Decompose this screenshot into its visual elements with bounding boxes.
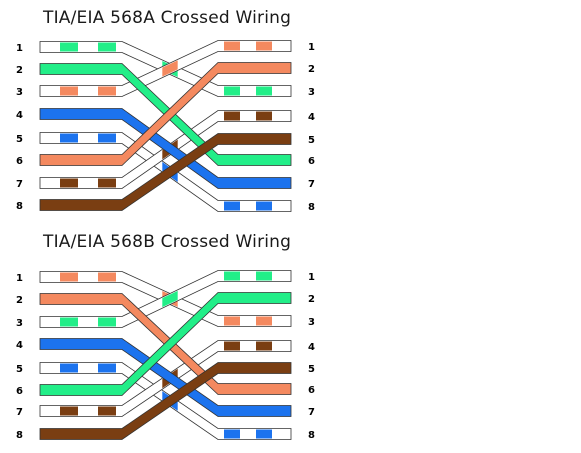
wire-stripe bbox=[60, 42, 78, 52]
wire-orange-pin6-to-pin2 bbox=[39, 62, 292, 166]
wire-stripe bbox=[60, 178, 78, 188]
wire-stripe bbox=[60, 317, 78, 327]
left-pin-label: 4 bbox=[16, 110, 23, 121]
wire-body bbox=[39, 133, 292, 211]
left-pin-label: 1 bbox=[16, 43, 23, 54]
wiring-diagram-568b: 1 2 3 4 5 6 7 8 1 2 3 4 5 6 7 8 bbox=[16, 270, 315, 441]
left-pin-label: 2 bbox=[16, 295, 23, 306]
left-pin-label: 3 bbox=[16, 87, 23, 98]
right-pin-label: 3 bbox=[308, 317, 315, 328]
wire-stripe bbox=[224, 111, 240, 121]
wire-white-orange-pin3-to-pin1 bbox=[39, 40, 292, 97]
right-pin-label: 2 bbox=[308, 294, 315, 305]
right-pin-label: 8 bbox=[308, 430, 315, 441]
right-pin-label: 1 bbox=[308, 42, 315, 53]
wiring-diagram-568a: 1 2 3 4 5 6 7 8 1 2 3 4 5 6 7 8 bbox=[16, 40, 315, 213]
right-pin-label: 4 bbox=[308, 112, 315, 123]
wire-body bbox=[39, 292, 292, 396]
wire-stripe bbox=[256, 201, 272, 211]
left-pin-label: 2 bbox=[16, 65, 23, 76]
right-pin-label: 6 bbox=[308, 385, 315, 396]
wire-stripe bbox=[224, 316, 240, 326]
wire-stripe bbox=[224, 201, 240, 211]
right-pin-label: 5 bbox=[308, 364, 315, 375]
wire-stripe bbox=[224, 41, 240, 51]
right-pin-label: 6 bbox=[308, 156, 315, 167]
wire-stripe bbox=[60, 363, 78, 373]
wire-stripe bbox=[98, 406, 116, 416]
wire-brown-pin8-to-pin5 bbox=[39, 133, 292, 211]
right-pin-label: 7 bbox=[308, 407, 315, 418]
right-pin-label: 2 bbox=[308, 64, 315, 75]
wire-stripe bbox=[224, 429, 240, 439]
diagram-title-568b: TIA/EIA 568B Crossed Wiring bbox=[43, 232, 292, 252]
wire-stripe bbox=[98, 133, 116, 143]
wire-stripe bbox=[98, 86, 116, 96]
wire-stripe bbox=[98, 42, 116, 52]
left-pin-label: 1 bbox=[16, 273, 23, 284]
left-pin-label: 8 bbox=[16, 201, 23, 212]
wire-stripe bbox=[98, 363, 116, 373]
wire-body bbox=[39, 362, 292, 440]
wire-white-green-pin3-to-pin1 bbox=[39, 270, 292, 328]
left-pin-label: 7 bbox=[16, 179, 23, 190]
wire-stripe bbox=[256, 111, 272, 121]
wire-brown-pin8-to-pin5 bbox=[39, 362, 292, 440]
wire-stripe bbox=[256, 341, 272, 351]
wire-green-pin6-to-pin2 bbox=[39, 292, 292, 396]
left-pin-label: 6 bbox=[16, 156, 23, 167]
right-pin-label: 4 bbox=[308, 342, 315, 353]
right-pin-label: 3 bbox=[308, 87, 315, 98]
right-pin-label: 8 bbox=[308, 202, 315, 213]
wire-stripe bbox=[60, 272, 78, 282]
wire-stripe bbox=[256, 271, 272, 281]
right-pin-label: 5 bbox=[308, 135, 315, 146]
wire-stripe bbox=[224, 86, 240, 96]
left-pin-label: 5 bbox=[16, 364, 23, 375]
right-pin-label: 1 bbox=[308, 272, 315, 283]
left-pin-label: 7 bbox=[16, 407, 23, 418]
left-pin-label: 6 bbox=[16, 386, 23, 397]
wire-stripe bbox=[98, 178, 116, 188]
left-pin-label: 8 bbox=[16, 430, 23, 441]
wire-stripe bbox=[60, 86, 78, 96]
wire-stripe bbox=[60, 406, 78, 416]
wire-stripe bbox=[60, 133, 78, 143]
wire-stripe bbox=[98, 272, 116, 282]
wire-stripe bbox=[256, 429, 272, 439]
left-pin-label: 5 bbox=[16, 134, 23, 145]
wire-body bbox=[39, 62, 292, 166]
wire-stripe bbox=[256, 41, 272, 51]
wire-stripe bbox=[162, 290, 178, 308]
right-pin-label: 7 bbox=[308, 179, 315, 190]
wire-stripe bbox=[162, 60, 178, 77]
wire-stripe bbox=[98, 317, 116, 327]
diagram-title-568a: TIA/EIA 568A Crossed Wiring bbox=[43, 8, 292, 28]
left-pin-label: 4 bbox=[16, 340, 23, 351]
left-pin-label: 3 bbox=[16, 318, 23, 329]
wire-stripe bbox=[256, 316, 272, 326]
wire-stripe bbox=[224, 341, 240, 351]
wire-stripe bbox=[256, 86, 272, 96]
wire-stripe bbox=[224, 271, 240, 281]
